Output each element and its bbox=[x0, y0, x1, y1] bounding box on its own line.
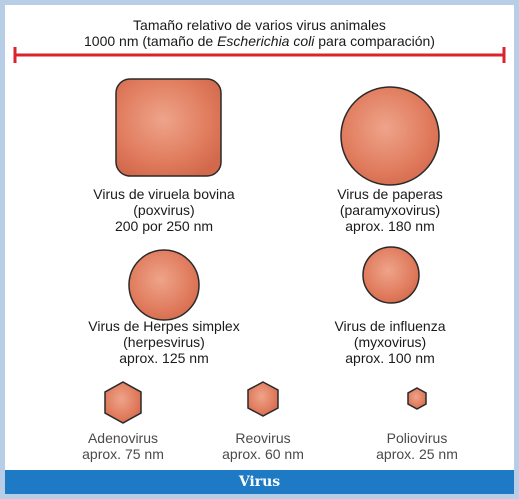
poliovirus-shape bbox=[407, 387, 427, 410]
virus-label-myxovirus: Virus de influenza (myxovirus) aprox. 10… bbox=[290, 318, 490, 366]
virus-size: aprox. 125 nm bbox=[119, 350, 209, 366]
scale-label-prefix: 1000 nm (tamaño de bbox=[84, 33, 218, 49]
scale-bar bbox=[13, 47, 506, 63]
virus-label-adenovirus: Adenovirus aprox. 75 nm bbox=[48, 430, 198, 462]
virus-size: aprox. 180 nm bbox=[345, 218, 435, 234]
virus-name: Adenovirus bbox=[87, 430, 159, 446]
virus-label-paramyxovirus: Virus de paperas (paramyxovirus) aprox. … bbox=[290, 186, 490, 234]
figure-title: Tamaño relativo de varios virus animales bbox=[133, 17, 386, 33]
virus-name: Virus de viruela bovina bbox=[93, 186, 235, 202]
virus-name: Virus de Herpes simplex bbox=[88, 318, 240, 334]
virus-label-reovirus: Reovirus aprox. 60 nm bbox=[188, 430, 338, 462]
virus-size: aprox. 25 nm bbox=[376, 446, 458, 462]
virus-family: (myxovirus) bbox=[353, 334, 427, 350]
virus-family: (herpesvirus) bbox=[123, 334, 205, 350]
adenovirus-shape bbox=[104, 381, 142, 424]
virus-label-poxvirus: Virus de viruela bovina (poxvirus) 200 p… bbox=[64, 186, 264, 234]
virus-size: aprox. 75 nm bbox=[82, 446, 164, 462]
myxovirus-shape bbox=[362, 246, 420, 304]
scale-label-suffix: para comparación) bbox=[314, 33, 435, 49]
virus-name: Reovirus bbox=[235, 430, 291, 446]
virus-size: aprox. 60 nm bbox=[222, 446, 304, 462]
virus-family: (poxvirus) bbox=[133, 202, 195, 218]
virus-label-herpesvirus: Virus de Herpes simplex (herpesvirus) ap… bbox=[64, 318, 264, 366]
figure-canvas: Tamaño relativo de varios virus animales… bbox=[5, 5, 514, 494]
scale-label-species: Escherichia coli bbox=[217, 33, 315, 49]
herpesvirus-shape bbox=[128, 249, 200, 321]
scale-label: 1000 nm (tamaño de Escherichia coli para… bbox=[5, 33, 514, 49]
virus-name: Virus de influenza bbox=[334, 318, 446, 334]
figure-caption: Virus bbox=[238, 474, 281, 490]
virus-name: Poliovirus bbox=[386, 430, 448, 446]
caption-bar: Virus bbox=[5, 470, 514, 494]
paramyxovirus-shape bbox=[340, 86, 440, 186]
virus-family: (paramyxovirus) bbox=[339, 202, 441, 218]
poxvirus-shape bbox=[115, 78, 222, 177]
virus-label-poliovirus: Poliovirus aprox. 25 nm bbox=[342, 430, 492, 462]
virus-size: 200 por 250 nm bbox=[114, 218, 214, 234]
virus-name: Virus de paperas bbox=[337, 186, 443, 202]
reovirus-shape bbox=[247, 381, 279, 417]
virus-size: aprox. 100 nm bbox=[345, 350, 435, 366]
virus-illustration bbox=[13, 47, 506, 424]
